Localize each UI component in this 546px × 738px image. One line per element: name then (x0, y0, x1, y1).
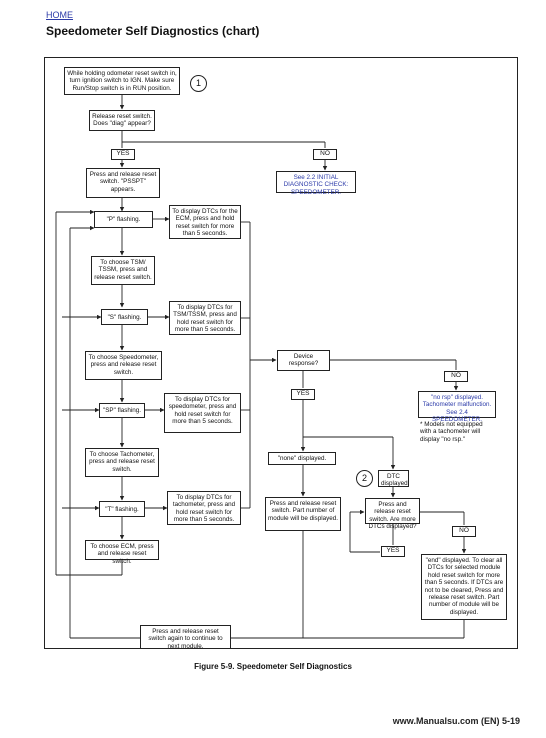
no-label: NO (444, 371, 468, 382)
dtc-displayed-box: DTC displayed. (378, 470, 409, 487)
no-rsp-box: "no rsp" displayed. Tachometer malfuncti… (418, 391, 496, 423)
page-footer: www.Manualsu.com (EN) 5-19 (392, 716, 520, 726)
yes-label: YES (111, 149, 135, 160)
choose-tachometer-box: To choose Tachometer, press and release … (85, 448, 159, 477)
release-switch-box: Release reset switch. Does "diag" appear… (89, 110, 155, 131)
dtc-tachometer-box: To display DTCs for tachometer, press an… (167, 491, 241, 525)
t-flashing-box: "T" flashing. (99, 501, 145, 517)
s-flashing-box: "S" flashing. (101, 309, 148, 325)
psspt-box: Press and release reset switch. "PSSPT" … (86, 168, 160, 198)
part-number-box: Press and release reset switch. Part num… (265, 497, 341, 531)
choose-tsm-box: To choose TSM/ TSSM, press and release r… (91, 256, 155, 285)
none-displayed-box: "none" displayed. (268, 452, 336, 465)
flowchart-frame (44, 57, 518, 649)
step-marker-1: 1 (190, 75, 207, 92)
choose-ecm-box: To choose ECM, press and release reset s… (85, 540, 159, 565)
page-title: Speedometer Self Diagnostics (chart) (46, 24, 260, 38)
choose-speedometer-box: To choose Speedometer, press and release… (85, 351, 162, 380)
end-displayed-box: "end" displayed. To clear all DTCs for s… (421, 554, 507, 620)
p-flashing-box: "P" flashing. (94, 211, 153, 228)
continue-next-module-box: Press and release reset switch again to … (140, 625, 231, 650)
no-label: NO (313, 149, 337, 160)
sp-flashing-box: "SP" flashing. (99, 403, 145, 418)
step-marker-2: 2 (356, 470, 373, 487)
models-note: * Models not equipped with a tachometer … (420, 421, 483, 443)
yes-label: YES (381, 546, 405, 557)
dtc-ecm-box: To display DTCs for the ECM, press and h… (169, 205, 241, 239)
home-link[interactable]: HOME (46, 10, 73, 20)
figure-caption: Figure 5-9. Speedometer Self Diagnostics (194, 662, 352, 671)
start-box: While holding odometer reset switch in, … (64, 67, 180, 95)
yes-label: YES (291, 389, 315, 400)
dtc-speedometer-box: To display DTCs for speedometer, press a… (164, 393, 241, 433)
see-initial-diagnostic-box: See 2.2 INITIAL DIAGNOSTIC CHECK: SPEEDO… (276, 171, 356, 196)
dtc-tsm-box: To display DTCs for TSM/TSSM, press and … (169, 301, 241, 335)
more-dtcs-box: Press and release reset switch. Are more… (365, 498, 420, 530)
no-label: NO (452, 526, 476, 537)
device-response-box: Device response? (277, 350, 330, 371)
